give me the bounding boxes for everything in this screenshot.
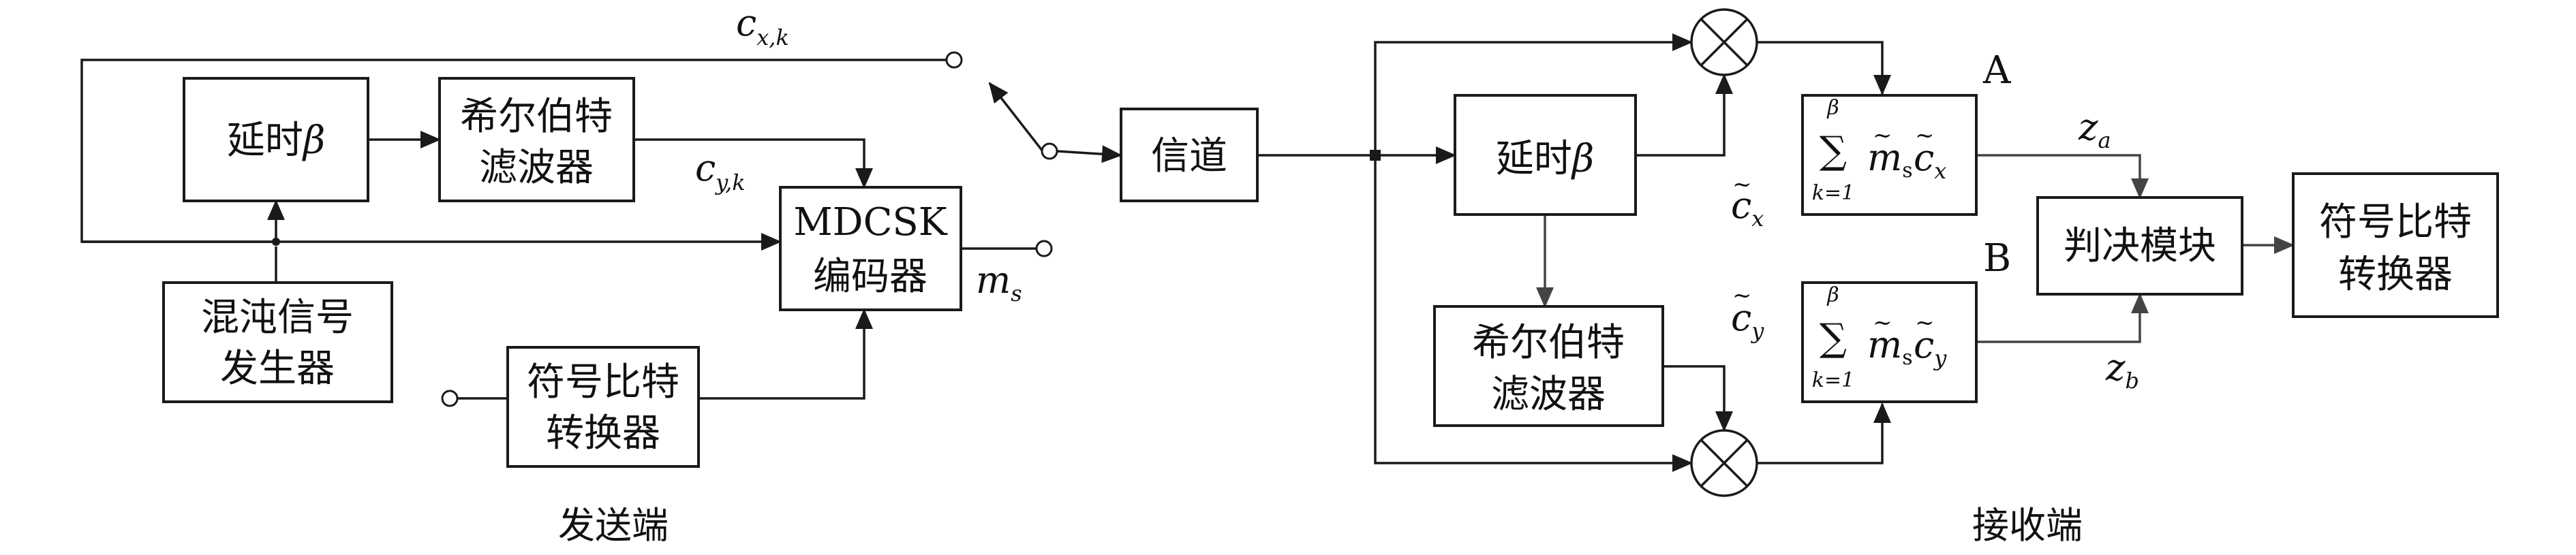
svg-text:β: β <box>1826 283 1839 307</box>
svg-text:k=1: k=1 <box>1812 368 1854 392</box>
wire-sum-a-to-decision <box>1976 154 2149 199</box>
svg-text:~: ~ <box>1873 309 1892 336</box>
label-zb: zb <box>2105 346 2139 394</box>
symbol-bit-converter-tx: 符号比特 转换器 <box>506 346 700 468</box>
wire-split-down <box>1374 155 1693 472</box>
svg-text:β: β <box>1826 96 1839 120</box>
beta-symbol: β <box>1571 137 1594 181</box>
switch-pivot <box>1041 142 1058 160</box>
decision-label: 判决模块 <box>2064 224 2216 268</box>
svg-text:~: ~ <box>1873 122 1892 149</box>
svg-text:~: ~ <box>1915 309 1935 336</box>
chaos-label-line1: 混沌信号 <box>201 296 354 340</box>
channel-label: 信道 <box>1151 134 1227 178</box>
svg-text:∑: ∑ <box>1820 316 1847 360</box>
s2b-label-line2: 转换器 <box>2338 253 2453 297</box>
svg-text:k=1: k=1 <box>1812 181 1854 205</box>
svg-text:延时β: 延时β <box>1496 137 1594 181</box>
encoder-label-line1: MDCSK <box>793 200 947 244</box>
hilbert-box-tx: 希尔伯特 滤波器 <box>438 77 635 202</box>
chaos-generator-box: 混沌信号 发生器 <box>162 281 393 403</box>
ms-terminal <box>1035 240 1053 257</box>
encoder-box: MDCSK 编码器 <box>779 186 962 311</box>
label-ms: ms <box>976 259 1022 306</box>
wire-mult-bottom-to-sum-b <box>1757 402 1891 464</box>
decision-module-box: 判决模块 <box>2036 196 2243 296</box>
beta-symbol: β <box>302 118 325 163</box>
delay-label: 延时 <box>227 118 303 163</box>
label-a: A <box>1982 48 2011 93</box>
receiver: 延时β 希尔伯特 滤波器 β ∑ k=1 ~ ms ~ cx β ∑ k=1 ~… <box>1370 8 2499 547</box>
correlator-a: β ∑ k=1 ~ ms ~ cx <box>1801 94 1978 216</box>
channel-box: 信道 <box>1120 108 1259 202</box>
multiplier-top <box>1690 8 1758 76</box>
receiver-caption: 接收端 <box>1972 504 2083 547</box>
hilbert-label-line2: 滤波器 <box>1491 372 1606 417</box>
switch-and-channel: 信道 <box>988 82 1375 202</box>
s2b-label-line1: 符号比特 <box>527 360 679 405</box>
wire-switch-to-channel <box>1056 145 1122 163</box>
input-terminal <box>441 390 459 407</box>
hilbert-label-line2: 滤波器 <box>479 146 594 190</box>
svg-text:延时β: 延时β <box>227 118 325 163</box>
symbol-bit-converter-rx: 符号比特 转换器 <box>2292 172 2499 318</box>
s2b-label-line1: 符号比特 <box>2319 200 2472 244</box>
label-cxk: cx,k <box>736 1 789 50</box>
multiplier-bottom <box>1690 429 1758 497</box>
delay-box-tx: 延时β <box>183 77 369 202</box>
transmitter: 延时β 希尔伯特 滤波器 MDCSK 编码器 混沌信号 发生器 符号比特 转换器… <box>80 1 1053 547</box>
encoder-label-line2: 编码器 <box>813 255 927 299</box>
wire-mult-top-to-sum-a <box>1757 41 1891 95</box>
wire-hilbert-to-mult-bottom <box>1663 365 1733 432</box>
transmitter-caption: 发送端 <box>558 504 669 547</box>
label-cx-tilde: cx <box>1731 184 1764 232</box>
svg-text:~: ~ <box>1915 122 1935 149</box>
svg-text:∑: ∑ <box>1820 129 1847 173</box>
delay-label: 延时 <box>1496 137 1572 181</box>
label-cyk: cy,k <box>695 146 746 195</box>
cxk-terminal <box>945 51 963 69</box>
switch-arm <box>988 82 1044 153</box>
wire-s2b-to-encoder <box>699 308 873 400</box>
junction-dot <box>272 238 280 246</box>
label-za: za <box>2078 106 2111 153</box>
label-cy-tilde: cy <box>1731 296 1764 344</box>
hilbert-label-line1: 希尔伯特 <box>1472 321 1625 365</box>
hilbert-label-line1: 希尔伯特 <box>460 95 613 139</box>
wire-delay-to-mult-top <box>1636 74 1733 157</box>
chaos-label-line2: 发生器 <box>220 347 335 391</box>
s2b-label-line2: 转换器 <box>546 411 660 456</box>
wire-hilbert-to-encoder <box>634 138 873 189</box>
svg-text:ms: ms <box>1867 323 1913 370</box>
svg-text:cy: cy <box>1914 323 1947 371</box>
label-b: B <box>1983 236 2011 281</box>
svg-text:~: ~ <box>1732 171 1752 198</box>
svg-text:~: ~ <box>1732 282 1752 309</box>
delay-box-rx: 延时β <box>1454 94 1637 216</box>
wire-sum-b-to-decision <box>1976 293 2149 343</box>
svg-text:ms: ms <box>1867 136 1913 183</box>
wire-split-up <box>1374 33 1693 155</box>
hilbert-box-rx: 希尔伯特 滤波器 <box>1433 305 1664 427</box>
correlator-b: β ∑ k=1 ~ ms ~ cy <box>1801 281 1978 403</box>
svg-text:cx: cx <box>1914 136 1946 184</box>
